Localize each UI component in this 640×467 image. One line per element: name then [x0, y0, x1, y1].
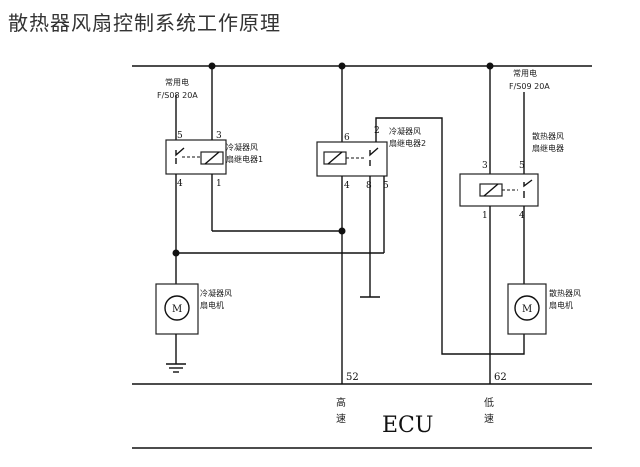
relay1-pin3: 3: [216, 131, 222, 141]
motor-right-symbol: M: [522, 304, 532, 315]
motor-left-name-2: 扇电机: [200, 300, 224, 310]
relay-2: 6 2 4 8 5: [316, 126, 389, 191]
relay-3: 3 5 1 4: [459, 161, 539, 221]
motor-right: M: [507, 283, 547, 335]
ecu-block: [132, 383, 592, 449]
relay2-name-2: 扇继电器2: [389, 138, 426, 148]
relay3-name: 散热器风: [532, 131, 564, 141]
relay1-pin5: 5: [177, 131, 183, 141]
fuse-left-rating: F/S08 20A: [157, 91, 198, 100]
motor-left-name: 冷凝器风: [200, 288, 232, 298]
motor-left-symbol: M: [172, 304, 182, 315]
ecu-low-speed-1: 低: [484, 396, 494, 409]
ground-icon: [166, 363, 186, 373]
relay2-pin2: 2: [374, 126, 380, 136]
relay3-pin4: 4: [519, 211, 525, 221]
relay3-pin1: 1: [482, 211, 488, 221]
relay2-pin5: 5: [383, 181, 389, 191]
relay1-name: 冷凝器风: [226, 142, 258, 152]
wire: [375, 117, 525, 355]
diagram-title: 散热器风扇控制系统工作原理: [8, 11, 281, 35]
relay2-pin8: 8: [366, 181, 372, 191]
relay1-pin1: 1: [216, 179, 222, 189]
relay3-name-2: 扇继电器: [532, 143, 564, 153]
motor-left: M: [155, 283, 199, 335]
relay2-name: 冷凝器风: [389, 126, 421, 136]
fuse-left-label: 常用电: [165, 77, 189, 87]
relay3-pin5: 5: [519, 161, 525, 171]
fuse-right-label: 常用电: [513, 68, 537, 78]
ecu-pin-62: 62: [494, 372, 507, 383]
ecu-high-speed-2: 速: [336, 413, 346, 425]
motor-right-name: 散热器风: [549, 288, 581, 298]
ecu-low-speed-2: 速: [484, 413, 494, 425]
relay1-pin4: 4: [177, 179, 183, 189]
relay-1: 5 3 4 1: [165, 131, 227, 189]
ecu-high-speed-1: 高: [336, 396, 346, 409]
ecu-label: ECU: [382, 413, 433, 438]
fuse-right-rating: F/S09 20A: [509, 82, 550, 91]
relay1-name-2: 扇继电器1: [226, 154, 263, 164]
relay3-pin3: 3: [482, 161, 488, 171]
relay2-pin6: 6: [344, 133, 350, 143]
motor-right-name-2: 扇电机: [549, 300, 573, 310]
ecu-pin-52: 52: [346, 372, 359, 383]
relay2-pin4: 4: [344, 181, 350, 191]
